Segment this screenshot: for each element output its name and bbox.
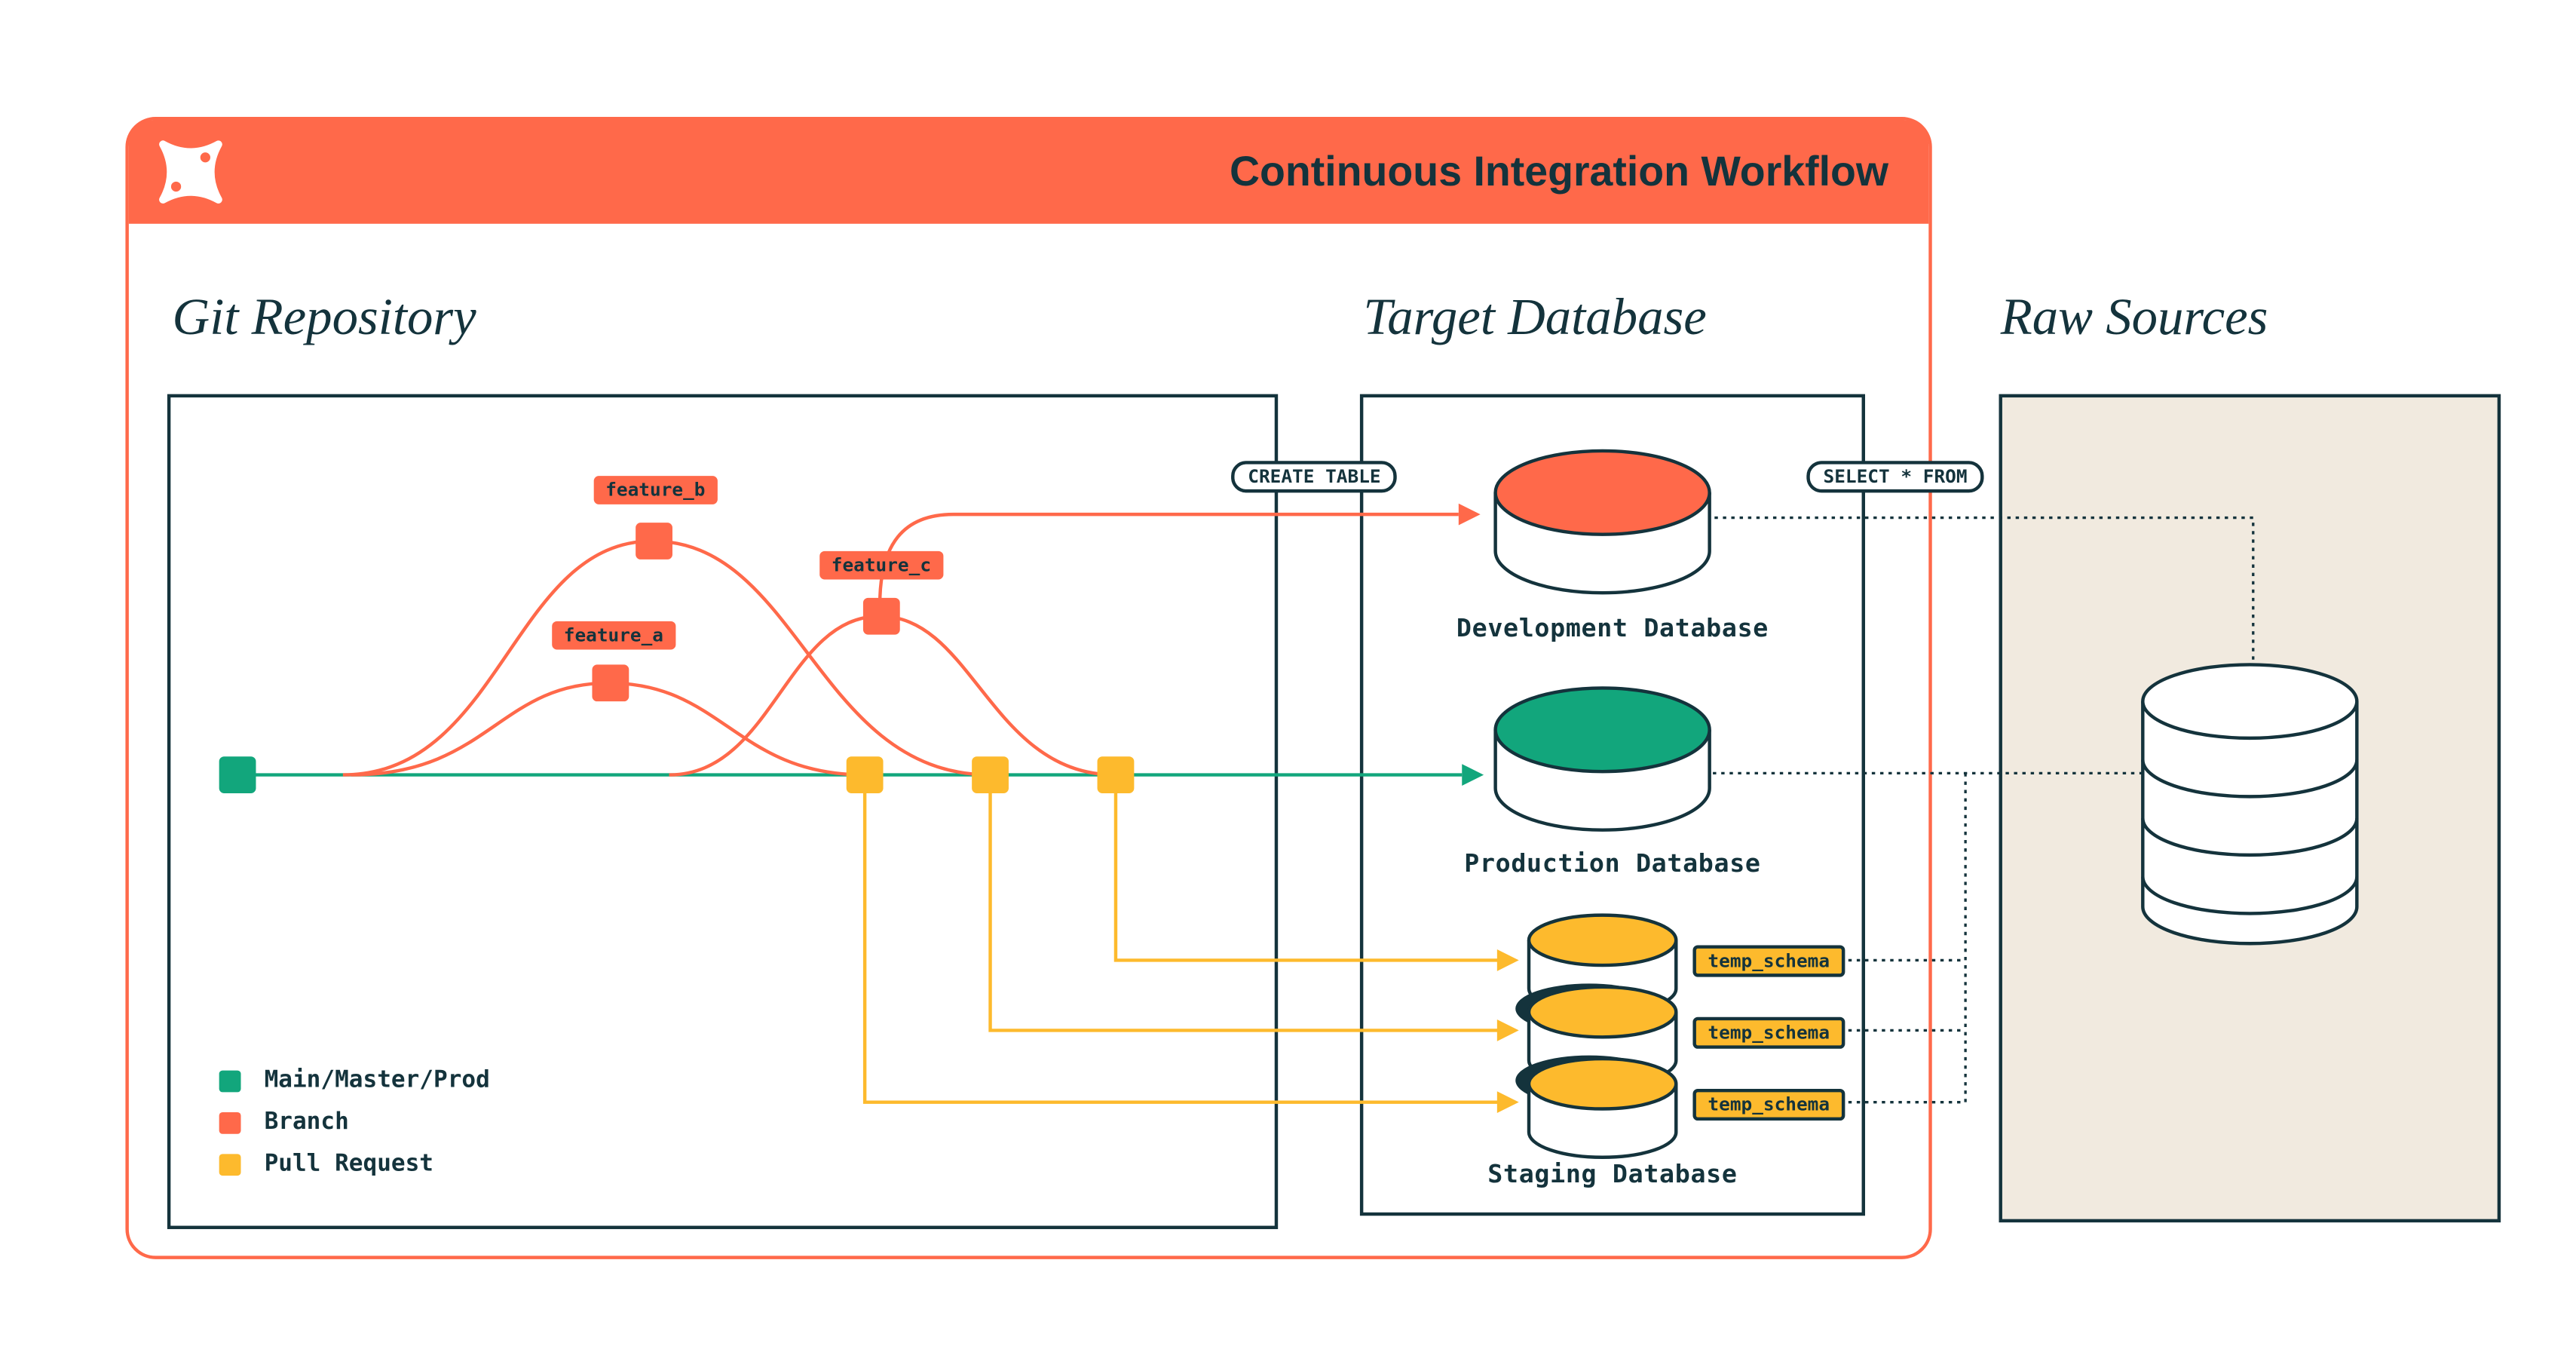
legend-swatch-pull-request bbox=[219, 1153, 241, 1175]
legend-label-main: Main/Master/Prod bbox=[264, 1067, 490, 1094]
staging-database-label: Staging Database bbox=[1487, 1158, 1738, 1189]
branch-label-feature-a: feature_a bbox=[552, 621, 675, 650]
commit-main-square bbox=[219, 756, 256, 793]
legend-item-main: Main/Master/Prod bbox=[219, 1067, 490, 1094]
legend-label-branch: Branch bbox=[264, 1108, 349, 1136]
pull-request-square-2 bbox=[972, 756, 1009, 793]
target-database-heading: Target Database bbox=[1363, 287, 1707, 346]
branch-label-feature-b: feature_b bbox=[593, 476, 718, 504]
pull-request-square-1 bbox=[846, 756, 884, 793]
git-repository-heading: Git Repository bbox=[172, 287, 476, 346]
temp-schema-badge-2: temp_schema bbox=[1692, 1016, 1845, 1049]
git-repository-panel bbox=[167, 394, 1279, 1229]
select-from-badge: SELECT * FROM bbox=[1806, 461, 1984, 493]
legend-item-pull-request: Pull Request bbox=[219, 1151, 433, 1177]
workflow-title: Continuous Integration Workflow bbox=[1229, 147, 1889, 195]
legend-item-branch: Branch bbox=[219, 1109, 349, 1136]
temp-schema-badge-1: temp_schema bbox=[1692, 945, 1845, 977]
raw-sources-heading: Raw Sources bbox=[2000, 287, 2268, 346]
temp-schema-badge-3: temp_schema bbox=[1692, 1088, 1845, 1121]
legend-swatch-main bbox=[219, 1069, 241, 1092]
pull-request-square-3 bbox=[1097, 756, 1135, 793]
commit-feature-b-square bbox=[636, 523, 672, 560]
production-database-label: Production Database bbox=[1464, 848, 1761, 878]
branch-label-feature-c: feature_c bbox=[819, 550, 943, 580]
dbt-logo-icon bbox=[152, 133, 229, 210]
create-table-badge: CREATE TABLE bbox=[1231, 461, 1398, 493]
legend-swatch-branch bbox=[219, 1111, 241, 1133]
commit-feature-a-square bbox=[592, 664, 629, 702]
raw-sources-panel bbox=[1999, 394, 2501, 1223]
commit-feature-c-square bbox=[862, 597, 900, 635]
development-database-label: Development Database bbox=[1456, 612, 1769, 643]
header-bar: Continuous Integration Workflow bbox=[128, 120, 1929, 224]
legend-label-pull-request: Pull Request bbox=[264, 1150, 434, 1178]
